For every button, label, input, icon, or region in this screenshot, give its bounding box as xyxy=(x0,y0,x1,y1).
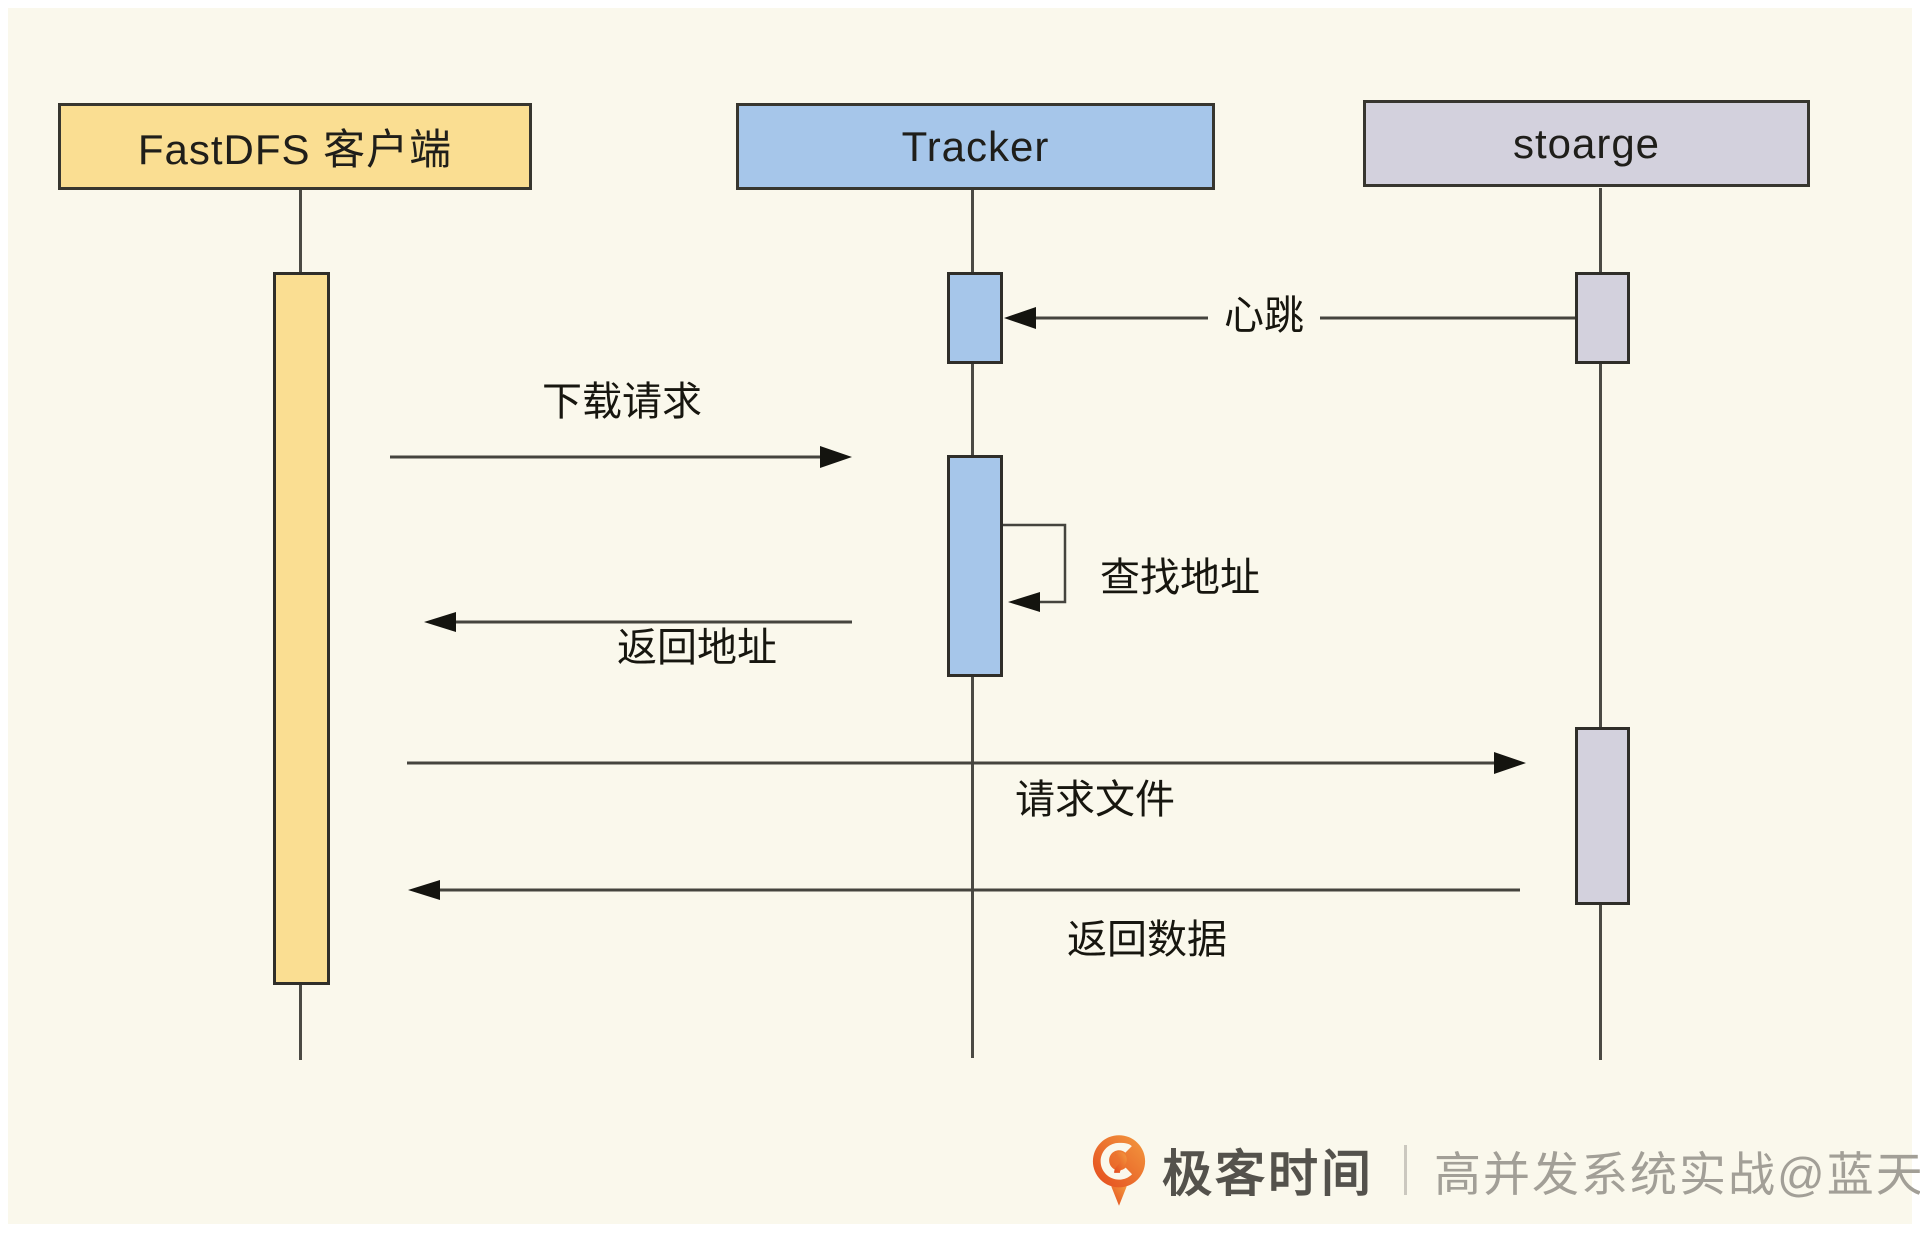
lookup-address-label: 查找地址 xyxy=(1100,556,1260,600)
client-activation-bar xyxy=(273,272,330,985)
heartbeat-label: 心跳 xyxy=(1208,296,1320,336)
footer-credit-text: 高并发系统实战@蓝天 xyxy=(1434,1147,1920,1201)
heartbeat-arrowhead xyxy=(1004,307,1036,329)
storage-activation-bar-1 xyxy=(1575,272,1630,364)
return-data-arrow xyxy=(408,880,1520,900)
return-data-arrowhead xyxy=(408,880,440,900)
tracker-activation-bar-1 xyxy=(947,272,1003,364)
return-address-label: 返回地址 xyxy=(617,626,777,670)
actor-storage-label: stoarge xyxy=(1512,119,1661,167)
lookup-address-arrowhead xyxy=(1008,592,1040,612)
geektime-logo-icon xyxy=(1092,1135,1146,1206)
request-file-arrowhead xyxy=(1494,752,1526,774)
request-file-label: 请求文件 xyxy=(1015,778,1175,822)
actor-tracker-box: Tracker xyxy=(736,103,1215,190)
return-address-arrow xyxy=(424,612,852,632)
tracker-activation-bar-2 xyxy=(947,455,1003,677)
download-request-arrowhead xyxy=(820,446,852,468)
footer-watermark: 极客时间 高并发系统实战@蓝天 xyxy=(1090,1128,1920,1212)
storage-lifeline xyxy=(1599,188,1602,1060)
lookup-address-self-arrow xyxy=(1003,523,1067,612)
request-file-arrow xyxy=(407,752,1526,774)
return-data-label: 返回数据 xyxy=(1067,918,1227,962)
storage-activation-bar-2 xyxy=(1575,727,1630,905)
footer-divider xyxy=(1404,1145,1407,1195)
download-request-arrow xyxy=(390,446,852,468)
actor-client-label: FastDFS 客户端 xyxy=(137,126,453,173)
actor-tracker-label: Tracker xyxy=(901,122,1050,170)
download-request-label: 下载请求 xyxy=(542,380,702,424)
actor-client-box: FastDFS 客户端 xyxy=(58,103,532,190)
actor-storage-box: stoarge xyxy=(1363,100,1810,187)
return-address-arrowhead xyxy=(424,612,456,632)
footer-brand-text: 极客时间 xyxy=(1162,1146,1374,1202)
